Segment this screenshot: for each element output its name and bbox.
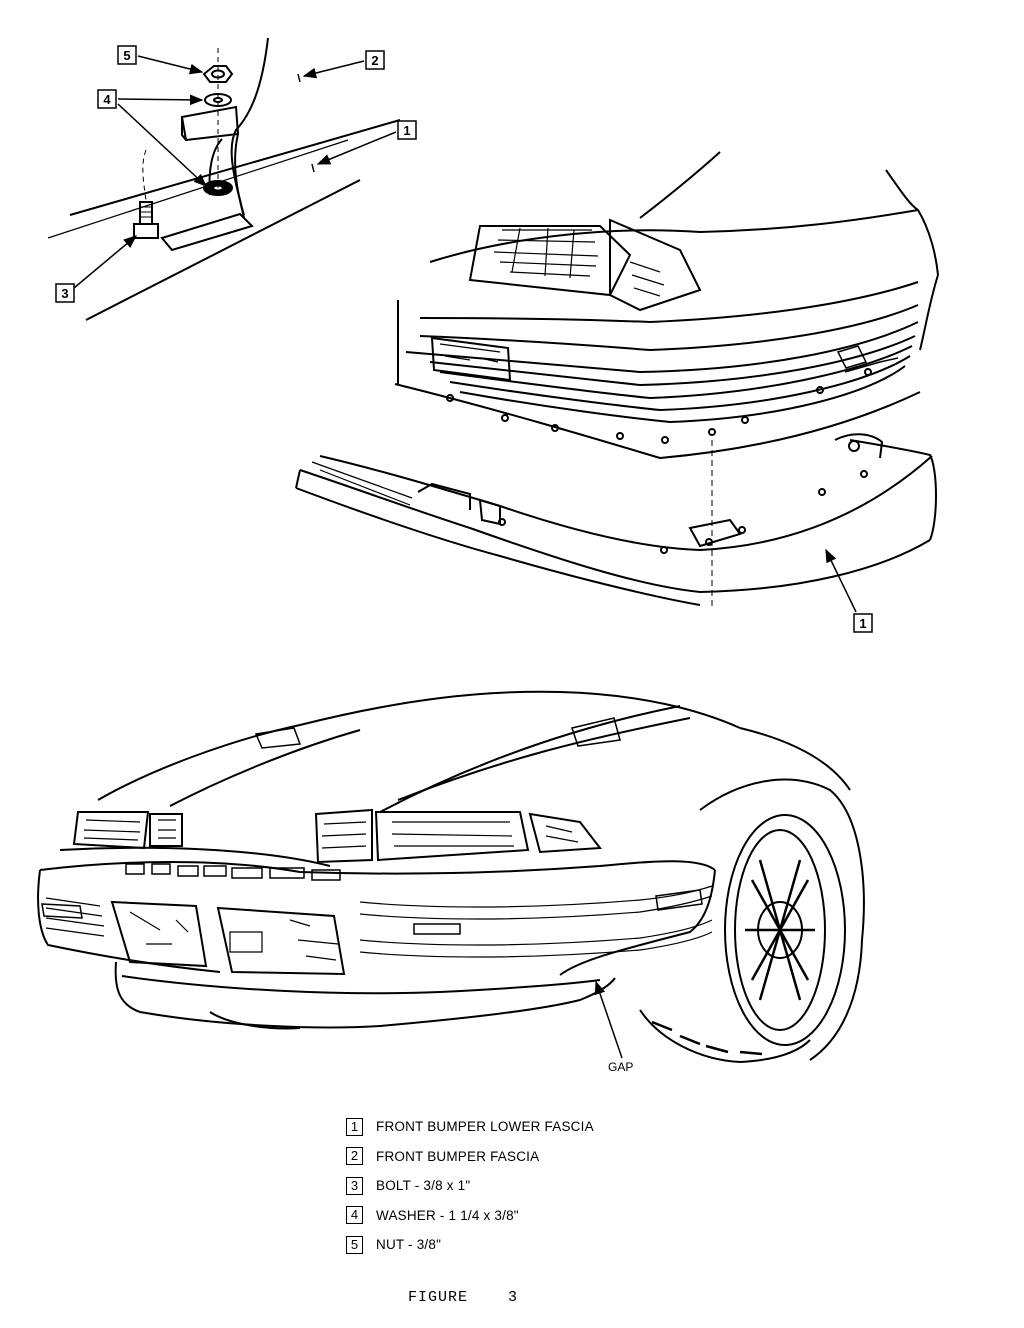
legend-label: FRONT BUMPER FASCIA	[376, 1148, 540, 1164]
legend-label: BOLT - 3/8 x 1"	[376, 1178, 471, 1194]
legend-number: 5	[346, 1235, 363, 1254]
callout-1-top: 1	[316, 120, 417, 165]
legend-item: 5 NUT - 3/8"	[346, 1230, 766, 1260]
fastener-detail	[47, 37, 401, 321]
figure-word: FIGURE	[408, 1289, 469, 1306]
legend-item: 2 FRONT BUMPER FASCIA	[346, 1142, 766, 1172]
legend-item: 4 WASHER - 1 1/4 x 3/8"	[346, 1201, 766, 1231]
legend-label: FRONT BUMPER LOWER FASCIA	[376, 1119, 594, 1135]
callout-4: 4	[97, 89, 207, 187]
figure-number: 3	[508, 1289, 519, 1306]
gap-callout: GAP	[594, 980, 633, 1074]
svg-text:4: 4	[103, 92, 111, 107]
legend-number: 1	[346, 1117, 363, 1136]
legend-label: NUT - 3/8"	[376, 1237, 442, 1253]
legend-number: 2	[346, 1147, 363, 1166]
legend-item: 3 BOLT - 3/8 x 1"	[346, 1171, 766, 1201]
parts-legend: 1 FRONT BUMPER LOWER FASCIA 2 FRONT BUMP…	[346, 1112, 766, 1260]
figure-caption: FIGURE 3	[408, 1289, 518, 1306]
svg-text:5: 5	[123, 48, 130, 63]
svg-text:GAP: GAP	[608, 1060, 633, 1074]
callout-3: 3	[55, 235, 138, 303]
legend-label: WASHER - 1 1/4 x 3/8"	[376, 1207, 519, 1223]
svg-text:3: 3	[61, 286, 68, 301]
svg-text:2: 2	[371, 53, 378, 68]
callout-1-lower-fascia: 1	[825, 548, 873, 633]
exploded-view	[295, 151, 939, 610]
callout-5: 5	[117, 45, 204, 75]
car-front-view	[37, 690, 865, 1064]
legend-number: 4	[346, 1206, 363, 1225]
legend-item: 1 FRONT BUMPER LOWER FASCIA	[346, 1112, 766, 1142]
svg-text:1: 1	[403, 123, 410, 138]
legend-number: 3	[346, 1176, 363, 1195]
callout-2: 2	[302, 50, 385, 79]
svg-text:1: 1	[859, 616, 866, 631]
